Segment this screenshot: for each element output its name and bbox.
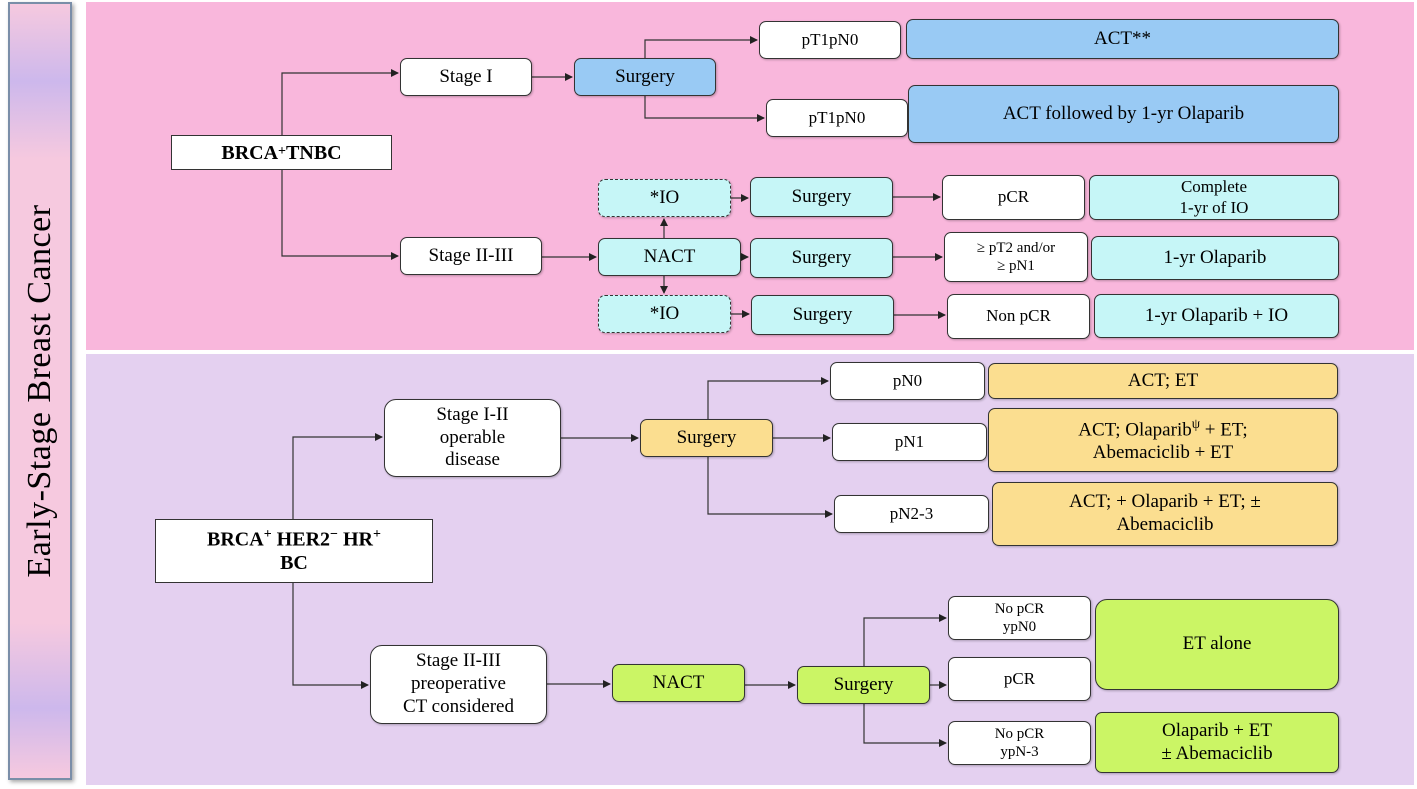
pt1pn0-bottom-box: pT1pN0 (766, 99, 908, 137)
surgery-a-box: Surgery (750, 177, 893, 217)
pn1-result-box: ACT; Olaparibψ + ET; Abemaciclib + ET (988, 408, 1338, 472)
no-pcr-ypn3-box: No pCR ypN-3 (948, 721, 1091, 765)
act-et-result-box: ACT; ET (988, 363, 1338, 399)
io-bottom-box: *IO (598, 295, 731, 333)
pt2-pn1-box: ≥ pT2 and/or ≥ pN1 (944, 232, 1088, 282)
pt1pn0-top-box: pT1pN0 (759, 21, 901, 59)
nact-hr-box: NACT (612, 664, 745, 702)
no-pcr-ypn0-box: No pCR ypN0 (948, 596, 1091, 640)
pn1-box: pN1 (832, 423, 987, 461)
olaparib-io-result-box: 1-yr Olaparib + IO (1094, 294, 1339, 338)
brca-her2-hr-root: BRCA+ HER2− HR+ BC (155, 519, 433, 583)
brca-tnbc-root: BRCA+ TNBC (171, 135, 392, 170)
act-olaparib-result-box: ACT followed by 1-yr Olaparib (908, 85, 1339, 143)
surgery-stage1-box: Surgery (574, 58, 716, 96)
sidebar-title: Early-Stage Breast Cancer (21, 204, 58, 578)
olaparib-1yr-result-box: 1-yr Olaparib (1091, 236, 1339, 280)
sidebar-banner: Early-Stage Breast Cancer (8, 2, 72, 780)
pn23-result-box: ACT; + Olaparib + ET; ± Abemaciclib (992, 482, 1338, 546)
surgery-hr1-box: Surgery (640, 419, 773, 457)
surgery-c-box: Surgery (751, 295, 894, 335)
olaparib-et-abemaciclib-result-box: Olaparib + ET ± Abemaciclib (1095, 712, 1339, 773)
nact-tnbc-box: NACT (598, 238, 741, 276)
stage-2-3-preop-box: Stage II-III preoperative CT considered (370, 645, 547, 724)
complete-io-result-box: Complete 1-yr of IO (1089, 175, 1339, 220)
stage-2-3-box: Stage II-III (400, 237, 542, 275)
et-alone-result-box: ET alone (1095, 599, 1339, 690)
pn0-box: pN0 (830, 362, 985, 400)
stage-1-box: Stage I (400, 58, 532, 96)
pn2-3-box: pN2-3 (834, 495, 989, 533)
pcr-tnbc-box: pCR (942, 175, 1085, 220)
act-result-box: ACT** (906, 19, 1339, 59)
stage-1-2-operable-box: Stage I-II operable disease (384, 399, 561, 477)
io-top-box: *IO (598, 179, 731, 217)
surgery-hr2-box: Surgery (797, 666, 930, 704)
pcr-hr-box: pCR (948, 657, 1091, 701)
surgery-b-box: Surgery (750, 238, 893, 278)
non-pcr-box: Non pCR (947, 294, 1090, 339)
